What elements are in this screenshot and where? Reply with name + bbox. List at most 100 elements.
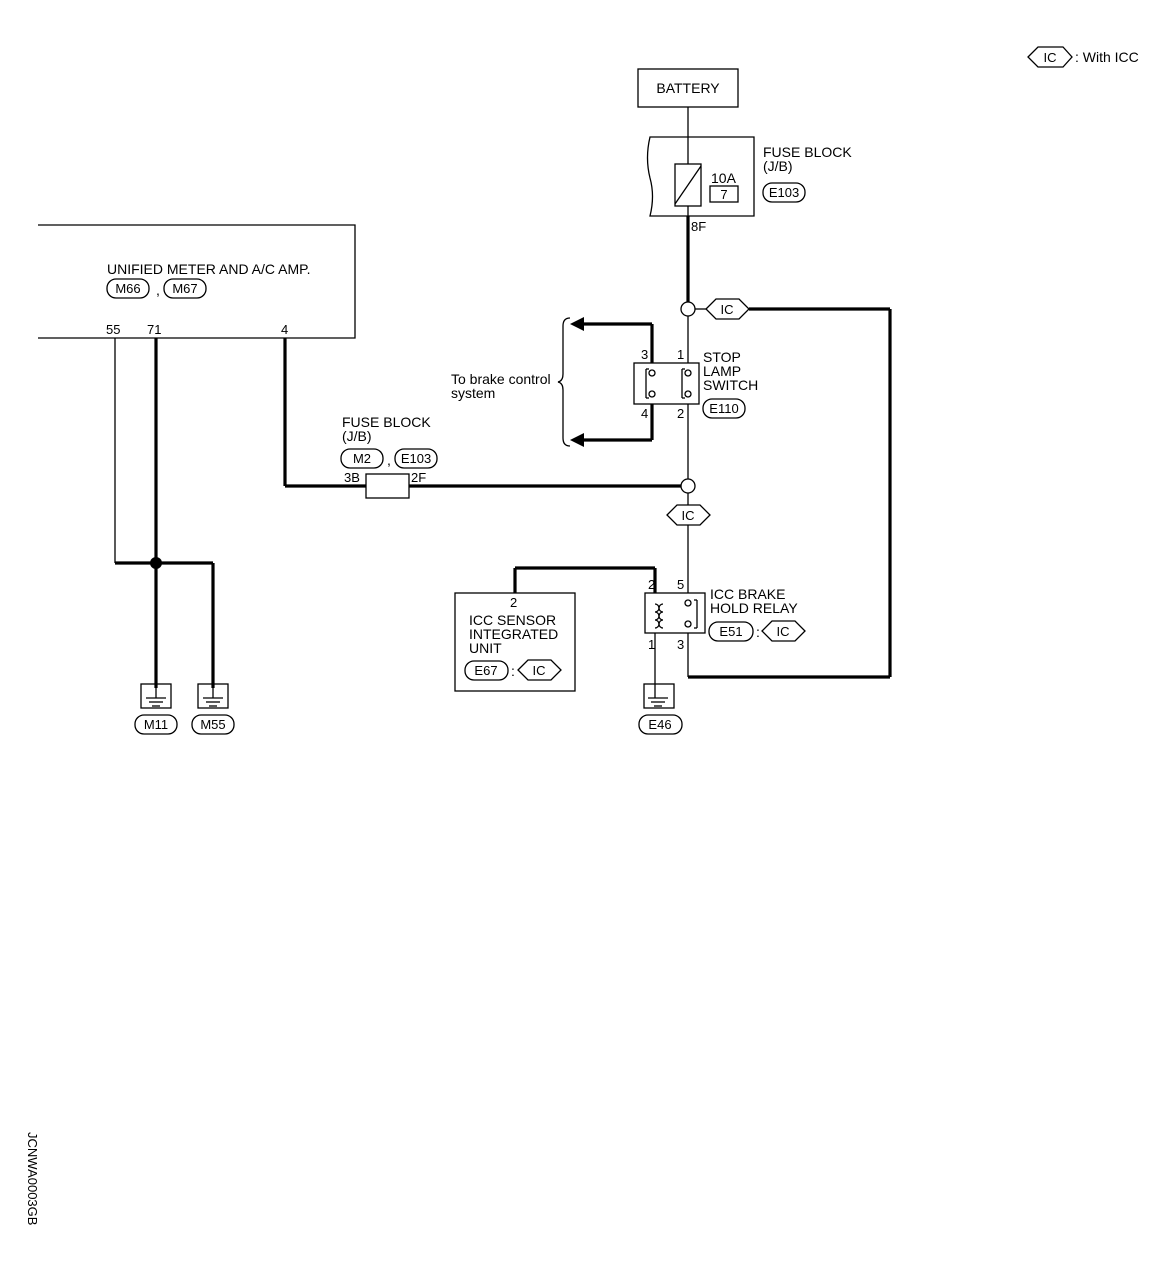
connector-m66-label: M66: [115, 281, 140, 296]
brake-control-arrows: To brake control system: [451, 317, 654, 447]
icc-sensor-option-tag: [517, 659, 562, 681]
fuse-block-top-subtitle: (J/B): [763, 158, 793, 174]
sls-title-1: STOP: [703, 349, 741, 365]
pin-4: 4: [281, 322, 288, 337]
figure-code: JCNWA0003GB: [25, 1132, 40, 1225]
connector-e110-label: E110: [709, 401, 738, 416]
fuse-block-top-outline: [646, 136, 755, 217]
fuse-block-mid-title: FUSE BLOCK: [342, 414, 431, 430]
fuse-number-box: [709, 185, 739, 203]
legend-ic-tag: [1027, 46, 1073, 68]
relay-title-2: HOLD RELAY: [710, 600, 798, 616]
splice-upper: [680, 301, 696, 317]
icc-sensor-title-2: INTEGRATED: [469, 626, 558, 642]
meter-amp-sep: ,: [156, 282, 160, 298]
ic-option-loop: IC IC: [666, 298, 892, 679]
relay-option-label: IC: [777, 624, 790, 639]
meter-amp: UNIFIED METER AND A/C AMP. M66 , M67 55 …: [38, 224, 356, 339]
fuse-element-slash: [674, 165, 702, 205]
brace: [557, 317, 571, 447]
ground-wiring-left: M11 M55: [114, 338, 235, 735]
icc-sensor-title-3: UNIT: [469, 640, 502, 656]
ground-m55-label: M55: [200, 717, 225, 732]
fuse-rating: 10A: [711, 170, 737, 186]
relay-sep: :: [756, 624, 760, 640]
splice-point: [150, 557, 162, 569]
fuse-block-top: 10A 7 FUSE BLOCK (J/B) E103 8F: [646, 136, 852, 234]
option-tag-upper-label: IC: [721, 302, 734, 317]
ground-m55: M55: [191, 683, 235, 735]
legend: IC : With ICC: [1027, 46, 1139, 68]
terminal-3b: 3B: [344, 470, 360, 485]
connector-m2-label: M2: [353, 451, 371, 466]
connector-e103-mid: [394, 448, 438, 469]
splice-lower: [680, 478, 696, 494]
fuse-block-mid-fuse: [365, 473, 410, 499]
sls-pin-1: 1: [677, 347, 684, 362]
battery: BATTERY: [637, 68, 739, 108]
fuse-block-mid-sep: ,: [387, 452, 391, 468]
fuse-number: 7: [720, 187, 727, 202]
pin-71: 71: [147, 322, 161, 337]
icc-sensor-pin-2: 2: [510, 595, 517, 610]
ground-m11-label: M11: [144, 717, 168, 732]
connector-m11: [134, 714, 178, 735]
fuse-block-mid-subtitle: (J/B): [342, 428, 372, 444]
meter-amp-box: [38, 224, 356, 339]
battery-label: BATTERY: [656, 80, 720, 96]
sls-title-2: LAMP: [703, 363, 741, 379]
relay-pin-2: 2: [648, 577, 655, 592]
meter-amp-title: UNIFIED METER AND A/C AMP.: [107, 261, 311, 277]
relay-pin-1: 1: [648, 637, 655, 652]
terminal-2f: 2F: [411, 470, 426, 485]
connector-m67-label: M67: [172, 281, 197, 296]
relay-box: [644, 592, 706, 634]
ground-e46-label: E46: [648, 717, 671, 732]
connector-e67: [464, 660, 509, 681]
stop-lamp-switch-box: [633, 362, 700, 405]
pin-55: 55: [106, 322, 120, 337]
connector-e103-top-label: E103: [769, 185, 799, 200]
main-supply-line: [680, 107, 696, 593]
pin4-wire: [283, 338, 681, 488]
icc-sensor-title-1: ICC SENSOR: [469, 612, 556, 628]
terminal-8f: 8F: [691, 219, 706, 234]
option-tag-lower: [666, 504, 711, 526]
arrow-lower: [570, 433, 584, 447]
option-tag-lower-label: IC: [682, 508, 695, 523]
connector-e103-top: [762, 182, 806, 203]
icc-sensor-unit: 2 ICC SENSOR INTEGRATED UNIT E67 : IC: [454, 592, 576, 692]
legend-text: : With ICC: [1075, 49, 1139, 65]
relay-option-tag: [761, 620, 806, 642]
sls-pin-2: 2: [677, 406, 684, 421]
connector-e51: [708, 621, 754, 642]
connector-e103-mid-label: E103: [401, 451, 431, 466]
fuse-block-top-title: FUSE BLOCK: [763, 144, 852, 160]
legend-ic-code: IC: [1044, 50, 1057, 65]
connector-e110: [702, 398, 746, 419]
stop-lamp-switch: 3 1 4 2 STOP LAMP SWITCH E110: [633, 347, 758, 421]
ground-m11: M11: [134, 683, 178, 735]
fuse-block-mid: FUSE BLOCK (J/B) M2 , E103 3B 2F: [340, 414, 438, 499]
connector-m67: [163, 278, 207, 299]
connector-e67-label: E67: [474, 663, 497, 678]
ground-e46: E46: [638, 683, 683, 735]
brake-control-text-2: system: [451, 385, 495, 401]
icc-sensor-sep: :: [511, 663, 515, 679]
arrow-upper: [570, 317, 584, 331]
connector-e51-label: E51: [719, 624, 742, 639]
sls-pin-4: 4: [641, 406, 648, 421]
icc-sensor-option-label: IC: [533, 663, 546, 678]
connector-e46: [638, 714, 683, 735]
relay-pin-3: 3: [677, 637, 684, 652]
connector-m66: [106, 278, 150, 299]
brake-control-text-1: To brake control: [451, 371, 551, 387]
connector-m2: [340, 448, 384, 469]
connector-m55: [191, 714, 235, 735]
relay-title-1: ICC BRAKE: [710, 586, 785, 602]
relay-pin-5: 5: [677, 577, 684, 592]
sls-title-3: SWITCH: [703, 377, 758, 393]
icc-brake-hold-relay: 2 5 1 3 ICC BRAKE HOLD RELAY E51 : IC: [513, 566, 806, 688]
sls-pin-3: 3: [641, 347, 648, 362]
